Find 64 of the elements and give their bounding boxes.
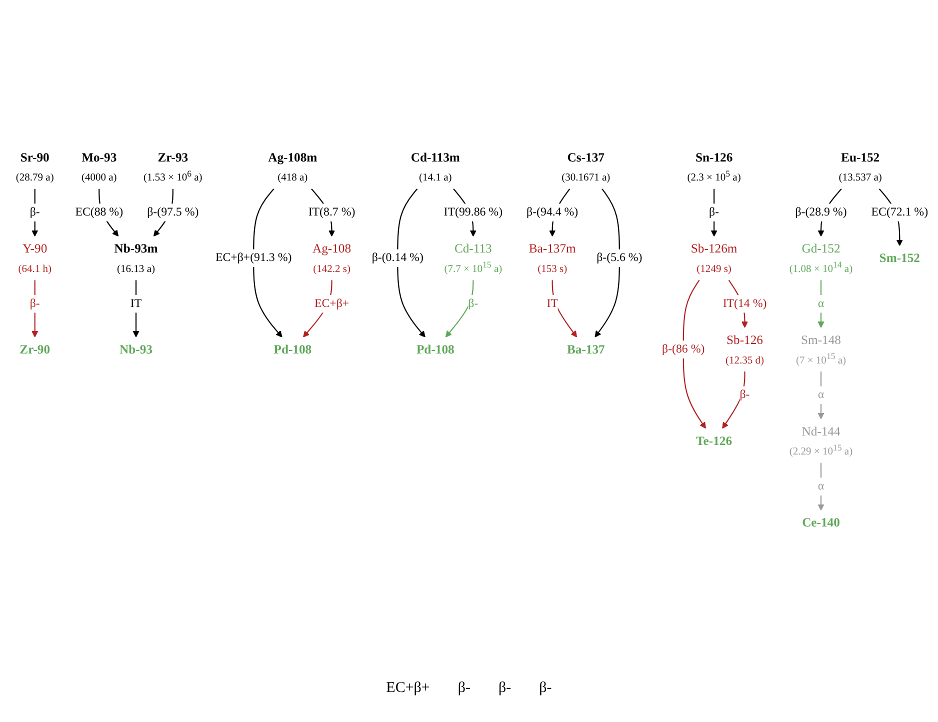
decay-label: β- bbox=[539, 680, 552, 696]
edge-label: IT(8.7 %) bbox=[308, 206, 356, 218]
edge-label: β-(5.6 %) bbox=[596, 251, 642, 264]
edge-label: α bbox=[818, 297, 824, 310]
node-text: Ce-140 bbox=[802, 515, 840, 530]
node-text: Ba-137m (153 s) bbox=[528, 241, 576, 274]
arrow bbox=[253, 188, 282, 338]
arrow bbox=[132, 280, 140, 338]
decay-label: EC+β+ bbox=[386, 680, 430, 696]
node-text: Ag-108m (418 a) bbox=[268, 150, 318, 184]
edge-label: β- bbox=[709, 206, 720, 218]
node-text: Pd-108 bbox=[274, 342, 312, 356]
node-text: Nb-93 bbox=[120, 342, 153, 356]
node-text: Te-126 bbox=[696, 434, 732, 448]
node-text: Nd-144 (2.29 × 10$^{15}$ a) bbox=[789, 424, 853, 458]
node-text: Pd-108 bbox=[416, 342, 454, 356]
edge-label: IT(14 %) bbox=[722, 297, 767, 310]
edge-label: β- bbox=[468, 297, 478, 310]
edge-label: β- bbox=[30, 206, 40, 218]
arrow bbox=[818, 462, 824, 511]
node-text: Ba-137 bbox=[566, 342, 605, 356]
edge-label: EC+β+(91.3 %) bbox=[215, 251, 292, 264]
arrow bbox=[397, 188, 426, 338]
node-text: Ag-108 (142.2 s) bbox=[312, 241, 352, 274]
node-text: Mo-93 (4000 a) bbox=[81, 150, 117, 184]
node-text: Zr-90 bbox=[20, 342, 50, 356]
node-text: Sb-126 (12.35 d) bbox=[725, 332, 764, 366]
edge-label: β- bbox=[30, 297, 40, 310]
node-text: Sr-90 (28.79 a) bbox=[16, 150, 54, 184]
node-text: Cd-113 (7.7 × 10$^{15}$ a) bbox=[444, 241, 502, 274]
edge-label: β-(97.5 %) bbox=[147, 206, 199, 218]
arrow bbox=[682, 280, 706, 429]
edge-label: β-(94.4 %) bbox=[526, 206, 578, 218]
node-text: Nb-93m (16.13 a) bbox=[114, 241, 158, 274]
decay-label: β- bbox=[458, 680, 471, 696]
node-text: Cd-113m (14.1 a) bbox=[410, 150, 460, 184]
arrow bbox=[552, 280, 578, 338]
edge-label: β- bbox=[740, 388, 750, 402]
node-text: Gd-152 (1.08 × 10$^{14}$ a) bbox=[789, 241, 853, 274]
edge-label: β-(86 %) bbox=[662, 342, 705, 356]
node-text: Y-90 (64.1 h) bbox=[18, 241, 52, 274]
edge-label: α bbox=[818, 480, 824, 492]
edge-label: α bbox=[818, 388, 824, 402]
edge-label: IT bbox=[130, 297, 142, 310]
edge-label: EC+β+ bbox=[314, 297, 350, 310]
node-text: Zr-93 (1.53 × 10$^{6}$ a) bbox=[144, 150, 202, 184]
arrow bbox=[818, 280, 824, 328]
arrow bbox=[818, 371, 824, 420]
edge-label: β-(0.14 %) bbox=[372, 251, 424, 264]
node-text: Sb-126m (1249 s) bbox=[690, 241, 738, 274]
arrow bbox=[594, 188, 620, 338]
edge-label: EC(88 %) bbox=[75, 206, 124, 218]
arrow bbox=[445, 280, 474, 338]
arrow bbox=[722, 371, 746, 429]
node-text: Eu-152 (13.537 a) bbox=[838, 150, 882, 184]
node-text: Sm-148 (7 × 10$^{15}$ a) bbox=[796, 332, 846, 366]
decay-label: β- bbox=[498, 680, 512, 696]
edge-label: EC(72.1 %) bbox=[871, 206, 928, 218]
edge-label: IT(99.86 %) bbox=[444, 206, 503, 218]
node-text: Sm-152 bbox=[879, 250, 920, 265]
edge-label: IT bbox=[546, 297, 558, 310]
node-text: Cs-137 (30.1671 a) bbox=[562, 150, 610, 184]
edge-label: β-(28.9 %) bbox=[795, 206, 847, 218]
node-text: Sn-126 (2.3 × 10$^{5}$ a) bbox=[687, 150, 741, 184]
